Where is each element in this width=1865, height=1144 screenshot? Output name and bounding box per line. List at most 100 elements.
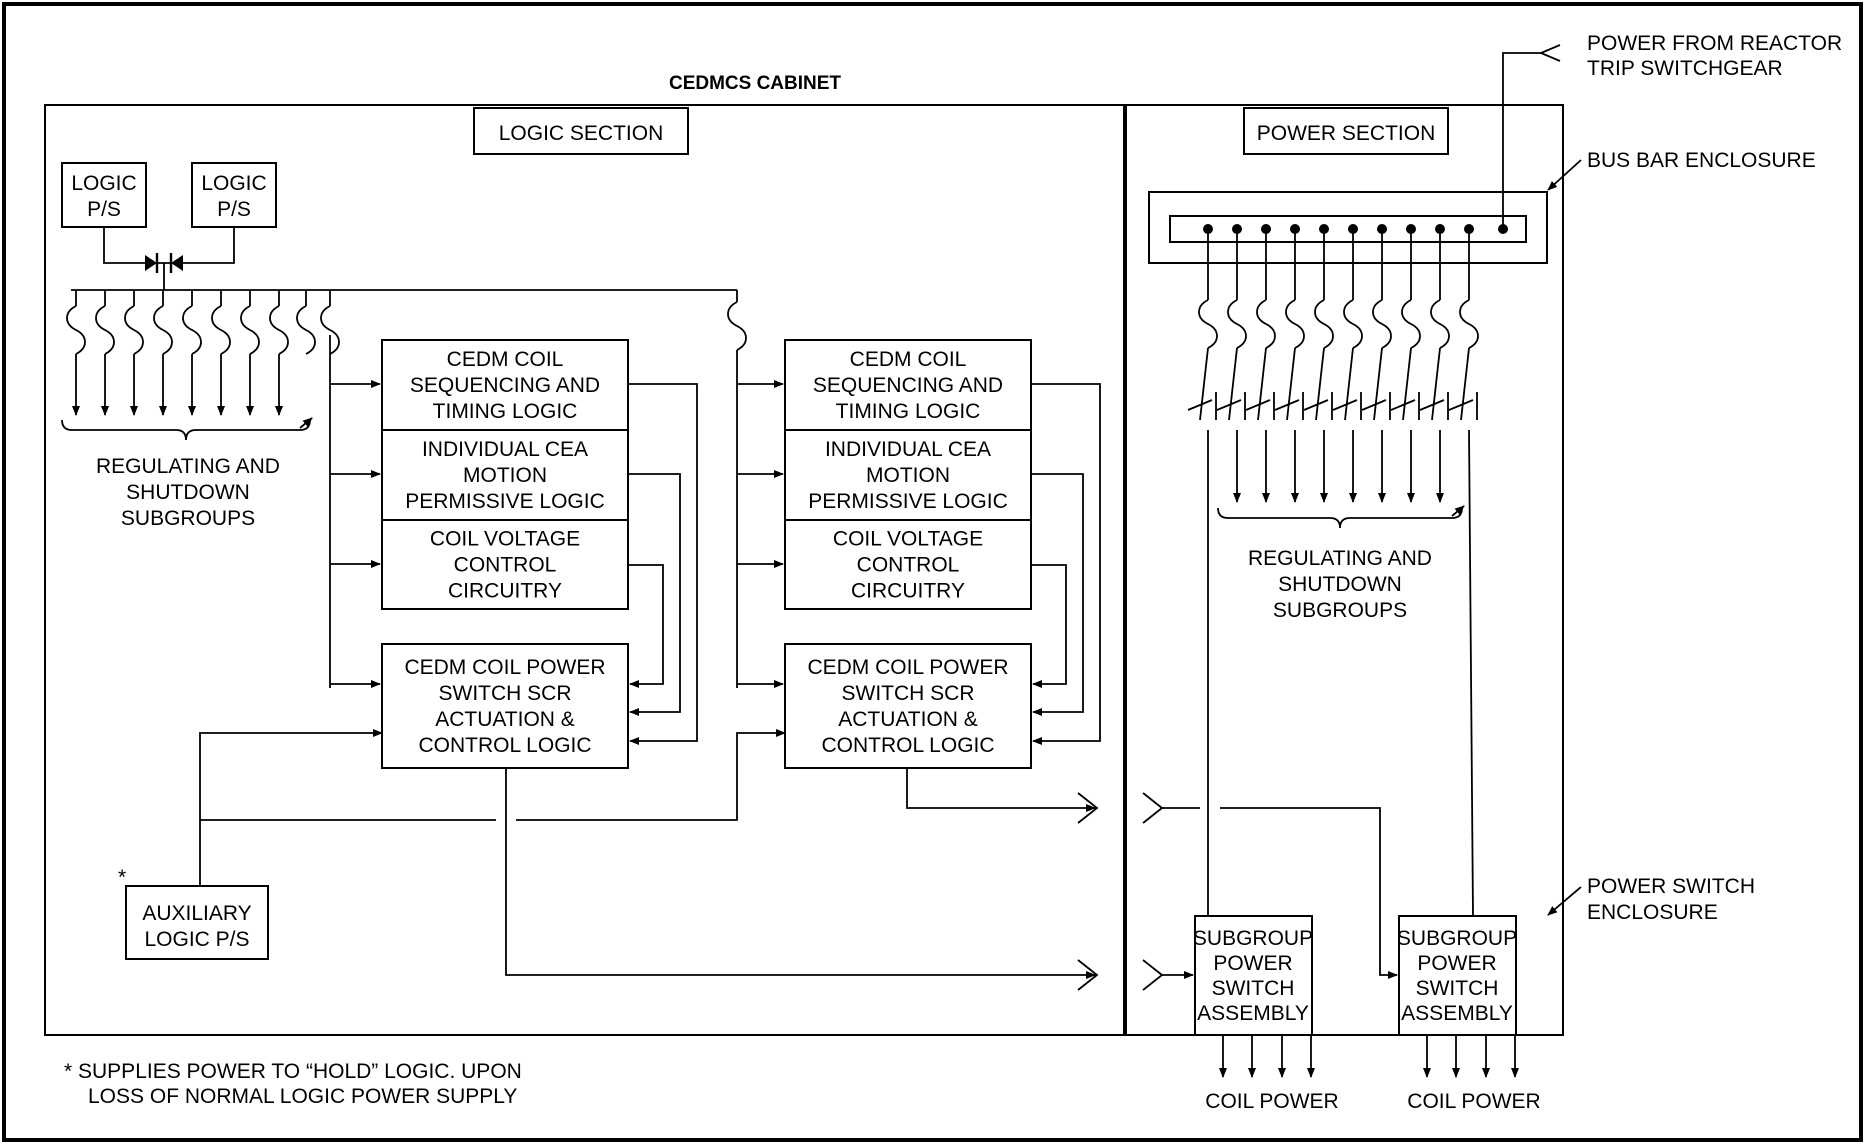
channel-2-fuse xyxy=(727,290,747,351)
power-switch-logic-line-4: CONTROL LOGIC xyxy=(418,734,591,757)
permissive-feedback-line xyxy=(628,473,681,716)
fuse-icon xyxy=(153,305,173,355)
assembly-feed-line xyxy=(1468,429,1474,917)
fuse-icon xyxy=(296,305,316,355)
fuse-icon xyxy=(727,301,747,351)
fuse-icon xyxy=(1401,299,1421,349)
aux-to-ch1-line xyxy=(199,729,383,886)
breaker-icon xyxy=(1448,347,1478,421)
seq-timing-logic-line-1: CEDM COIL xyxy=(850,348,967,371)
fuse-icon xyxy=(1372,299,1392,349)
seq-timing-logic-line-2: SEQUENCING AND xyxy=(813,374,1003,397)
logic-ps-1-line-1: LOGIC xyxy=(71,172,136,195)
seq-timing-logic-line-3: TIMING LOGIC xyxy=(433,400,578,423)
permissive-logic-line-1: INDIVIDUAL CEA xyxy=(825,438,991,461)
footnote-line-1: * SUPPLIES POWER TO “HOLD” LOGIC. UPON xyxy=(64,1060,522,1083)
fuse-icon xyxy=(211,305,231,355)
power-switch-logic-line-3: ACTUATION & xyxy=(435,708,575,731)
reactor-trip-input-icon xyxy=(1538,44,1561,62)
power-switch-logic-line-3: ACTUATION & xyxy=(838,708,978,731)
breaker-icon xyxy=(1216,347,1246,421)
aux-ps-line-1: AUXILIARY xyxy=(142,902,251,925)
logic-ps-2-box xyxy=(191,162,277,228)
fuse-icon xyxy=(240,305,260,355)
assembly-2-line-4: ASSEMBLY xyxy=(1401,1002,1513,1025)
permissive-logic-line-3: PERMISSIVE LOGIC xyxy=(405,490,605,513)
left-subgroups-line-1: REGULATING AND xyxy=(96,455,280,478)
diode-or-icon xyxy=(103,227,235,290)
fuse-icon xyxy=(1285,299,1305,349)
fuse-icon xyxy=(1430,299,1450,349)
aux-to-ch2-line xyxy=(200,733,785,821)
permissive-feedback-line xyxy=(1031,473,1084,716)
left-subgroups-line-2: SHUTDOWN xyxy=(126,481,250,504)
assembly-2-line-1: SUBGROUP xyxy=(1397,927,1517,950)
voltage-control-line-1: COIL VOLTAGE xyxy=(430,528,580,551)
fuse-icon xyxy=(95,305,115,355)
fuse-icon xyxy=(124,305,144,355)
ch2-to-power-signal xyxy=(906,768,1096,812)
right-subgroups-line-2: SHUTDOWN xyxy=(1278,573,1402,596)
permissive-logic-line-3: PERMISSIVE LOGIC xyxy=(808,490,1008,513)
fuse-icon xyxy=(269,305,289,355)
breaker-icon xyxy=(1303,347,1333,421)
power-section-box xyxy=(1243,107,1449,155)
aux-ps-line-2: LOGIC P/S xyxy=(144,928,249,951)
power-switch-logic-box xyxy=(784,643,1032,769)
voltage-feedback-line xyxy=(1031,564,1067,688)
subgroup-assembly-2 xyxy=(1398,915,1517,1036)
assembly-1-line-4: ASSEMBLY xyxy=(1197,1002,1309,1025)
breaker-icon xyxy=(1390,347,1420,421)
logic-section-label: LOGIC SECTION xyxy=(499,122,664,145)
logic-ps-2-line-1: LOGIC xyxy=(201,172,266,195)
power-switch-logic-box xyxy=(381,643,629,769)
coil-power-label-2: COIL POWER xyxy=(1407,1090,1540,1113)
cabinet-outline xyxy=(44,104,1564,1036)
power-section-label: POWER SECTION xyxy=(1257,122,1436,145)
voltage-control-line-2: CONTROL xyxy=(857,554,960,577)
assembly-2-line-2: POWER xyxy=(1417,952,1496,975)
callout-reactor-trip-line-2: TRIP SWITCHGEAR xyxy=(1587,57,1783,80)
assembly-1-line-3: SWITCH xyxy=(1212,977,1295,1000)
logic-section-box xyxy=(473,107,689,155)
power-switch-logic-line-4: CONTROL LOGIC xyxy=(821,734,994,757)
ch1-to-power-signal xyxy=(505,768,1096,979)
fuse-icon xyxy=(1343,299,1363,349)
right-subgroups-line-3: SUBGROUPS xyxy=(1273,599,1407,622)
voltage-control-line-2: CONTROL xyxy=(454,554,557,577)
voltage-control-box xyxy=(381,519,629,610)
breaker-icon xyxy=(1419,347,1449,421)
assembly-1-line-1: SUBGROUP xyxy=(1193,927,1313,950)
subgroup-assembly-1 xyxy=(1194,915,1313,1036)
breaker-icon xyxy=(1361,347,1391,421)
callout-reactor-trip-line-1: POWER FROM REACTOR xyxy=(1587,32,1842,55)
reactor-trip-feed-line xyxy=(1502,52,1541,230)
breaker-icon xyxy=(1187,347,1217,421)
permissive-logic-line-2: MOTION xyxy=(866,464,950,487)
left-subgroups-line-3: SUBGROUPS xyxy=(121,507,255,530)
permissive-logic-line-1: INDIVIDUAL CEA xyxy=(422,438,588,461)
left-fuse-array xyxy=(66,290,340,416)
logic-ps-1-line-2: P/S xyxy=(87,198,121,221)
aux-logic-ps-box xyxy=(125,885,269,960)
bus-bar-leader xyxy=(1547,159,1582,191)
assembly-1-line-2: POWER xyxy=(1213,952,1292,975)
fuse-icon xyxy=(320,305,340,355)
sequence-feedback-line xyxy=(628,383,698,745)
callout-bus-bar: BUS BAR ENCLOSURE xyxy=(1587,149,1816,172)
seq-timing-logic-line-1: CEDM COIL xyxy=(447,348,564,371)
bus-bar-enclosure xyxy=(1148,191,1548,264)
power-switch-logic-line-1: CEDM COIL POWER xyxy=(807,656,1008,679)
permissive-logic-line-2: MOTION xyxy=(463,464,547,487)
power-switch-logic-line-1: CEDM COIL POWER xyxy=(404,656,605,679)
power-switch-logic-line-2: SWITCH SCR xyxy=(842,682,975,705)
permissive-logic-box xyxy=(381,429,629,521)
left-subgroup-brace xyxy=(61,419,311,441)
fuse-icon xyxy=(1227,299,1247,349)
callout-power-switch-line-2: ENCLOSURE xyxy=(1587,901,1718,924)
logic-ps-2-line-2: P/S xyxy=(217,198,251,221)
